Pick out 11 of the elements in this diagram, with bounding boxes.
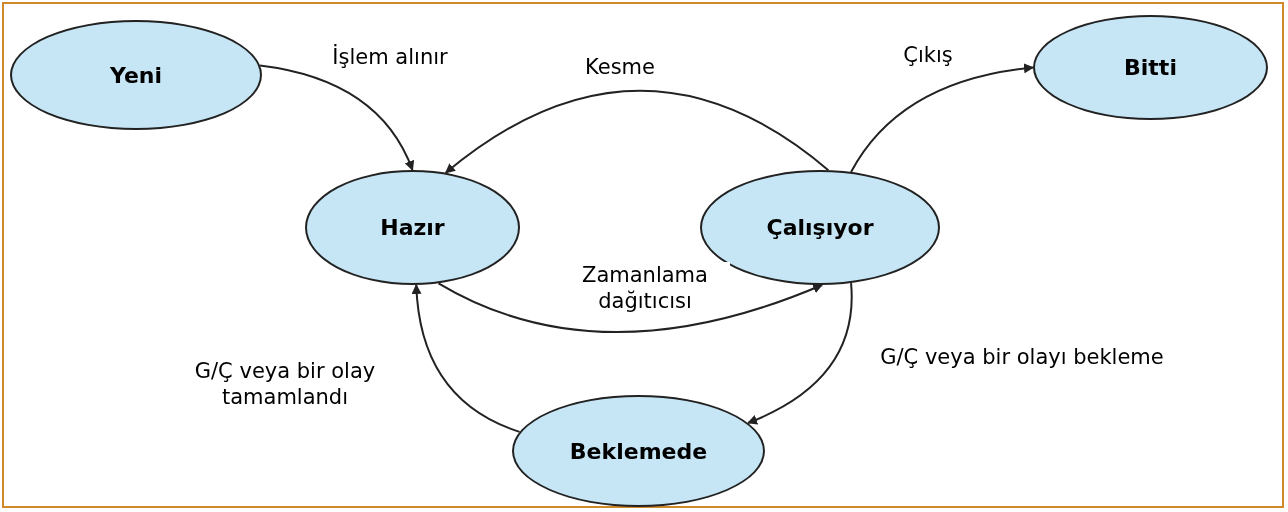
state-label: Çalışıyor <box>766 214 874 242</box>
edge-label: İşlem alınır <box>332 44 448 70</box>
arrow <box>411 283 521 433</box>
state-label: Beklemede <box>569 437 708 466</box>
arrow <box>747 282 853 425</box>
state-label: Hazır <box>380 214 445 242</box>
arrow <box>437 282 824 334</box>
state-label: Yeni <box>109 61 162 90</box>
arrow <box>850 63 1034 173</box>
state-label: Bitti <box>1124 54 1177 82</box>
arrow <box>259 64 414 171</box>
